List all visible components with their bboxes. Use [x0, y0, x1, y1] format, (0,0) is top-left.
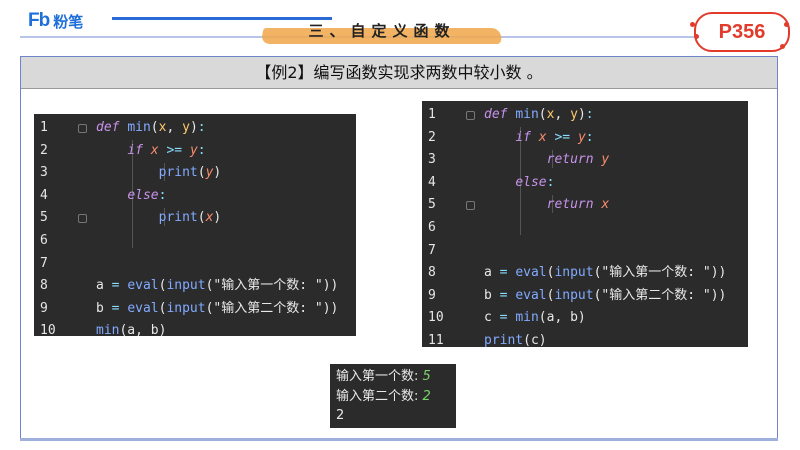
line-number: 1	[428, 107, 436, 122]
output-line: 输入第二个数: 2	[336, 388, 431, 404]
code-text: return y	[546, 152, 610, 168]
code-line: 5 return x	[422, 194, 748, 217]
logo-fb-mark: Fb	[28, 10, 50, 31]
code-text: if x >= y:	[127, 142, 206, 158]
code-line: 3 return y	[422, 149, 748, 172]
code-line: 8 a = eval(input("输入第一个数: "))	[422, 262, 748, 285]
example-header-text: 【例2】编写函数实现求两数中较小数 。	[255, 63, 543, 82]
indent-guide	[164, 208, 165, 226]
line-number: 10	[428, 310, 444, 326]
fold-marker-icon[interactable]	[78, 214, 87, 224]
code-line: 9 b = eval(input("输入第二个数: "))	[422, 285, 748, 308]
line-number: 7	[428, 242, 436, 258]
code-line: 3 print(y)	[34, 162, 356, 185]
code-line: 8 a = eval(input("输入第一个数: "))	[34, 275, 356, 298]
line-number: 1	[40, 120, 48, 135]
code-line: 6	[34, 230, 356, 253]
code-text: print(x)	[158, 210, 222, 226]
indent-guide	[552, 195, 553, 213]
example-header-bar: 【例2】编写函数实现求两数中较小数 。	[21, 57, 777, 89]
code-text: if x >= y:	[515, 129, 594, 145]
fold-marker-icon[interactable]	[466, 111, 475, 120]
fold-marker-icon[interactable]	[466, 201, 475, 211]
code-line: 6	[422, 217, 748, 240]
badge-dot-decoration	[784, 22, 789, 27]
code-text: else:	[515, 174, 555, 190]
badge-dot-decoration	[780, 44, 785, 49]
line-number: 5	[40, 210, 48, 226]
code-text: return x	[546, 197, 610, 213]
code-text: min(a, b)	[96, 323, 167, 339]
brand-logo: Fb 粉笔	[28, 10, 83, 32]
output-line: 输入第一个数: 5	[336, 369, 431, 384]
code-text: b = eval(input("输入第二个数: "))	[484, 287, 727, 303]
line-number: 9	[40, 300, 48, 316]
line-number: 7	[40, 255, 48, 271]
code-line: 10 min(a, b)	[34, 320, 356, 343]
code-text: a = eval(input("输入第一个数: "))	[484, 265, 727, 281]
content-frame-bottom-border	[20, 438, 778, 441]
code-line: 9 b = eval(input("输入第二个数: "))	[34, 298, 356, 321]
code-block-right: 1 def min(x, y): 2 if x >= y: 3 return y…	[422, 101, 748, 348]
code-line: 10 c = min(a, b)	[422, 307, 748, 330]
code-line: 4 else:	[34, 185, 356, 208]
code-line: 2 if x >= y:	[34, 140, 356, 163]
code-line: 7	[34, 253, 356, 276]
line-number: 5	[428, 197, 436, 213]
line-number: 8	[428, 265, 436, 281]
indent-guide	[164, 163, 165, 181]
code-block-left: 1 def min(x, y): 2 if x >= y: 3 print(y)…	[34, 114, 356, 338]
badge-dot-decoration	[690, 22, 695, 27]
fold-marker-icon[interactable]	[78, 124, 87, 133]
indent-guide	[552, 150, 553, 168]
line-number: 9	[428, 287, 436, 303]
page-number-badge: P356	[694, 12, 790, 52]
line-number: 8	[40, 278, 48, 294]
code-line: 1 def min(x, y):	[422, 104, 748, 127]
badge-dot-decoration	[694, 34, 699, 39]
line-number: 3	[428, 152, 436, 168]
page-number-text: P356	[718, 21, 766, 43]
code-text: print(y)	[158, 165, 222, 181]
code-line: 11 print(c)	[422, 330, 748, 353]
indent-guide	[132, 140, 133, 248]
program-output-console: 输入第一个数: 5 输入第二个数: 2 2	[330, 364, 456, 428]
code-line: 4 else:	[422, 172, 748, 195]
section-title-text: 三、自定义函数	[308, 22, 456, 40]
line-number: 6	[428, 219, 436, 235]
code-text: else:	[127, 187, 167, 203]
code-text: print(c)	[484, 332, 547, 348]
indent-guide	[520, 127, 521, 235]
code-text: a = eval(input("输入第一个数: "))	[96, 278, 339, 294]
output-line: 2	[336, 408, 345, 423]
code-line: 2 if x >= y:	[422, 127, 748, 150]
header-accent-line	[112, 17, 332, 20]
code-text: c = min(a, b)	[484, 310, 586, 326]
section-title: 三、自定义函数	[260, 18, 504, 48]
line-number: 2	[40, 142, 48, 158]
logo-cn-text: 粉笔	[53, 12, 84, 31]
line-number: 6	[40, 232, 48, 248]
code-text: b = eval(input("输入第二个数: "))	[96, 300, 339, 316]
line-number: 2	[428, 129, 436, 145]
code-text: def min(x, y):	[484, 107, 594, 122]
line-number: 10	[40, 323, 56, 339]
line-number: 4	[428, 174, 436, 190]
code-line: 1 def min(x, y):	[34, 117, 356, 140]
line-number: 11	[428, 332, 444, 348]
line-number: 3	[40, 165, 48, 181]
code-line: 5 print(x)	[34, 207, 356, 230]
line-number: 4	[40, 187, 48, 203]
code-line: 7	[422, 240, 748, 263]
code-text: def min(x, y):	[96, 120, 206, 135]
